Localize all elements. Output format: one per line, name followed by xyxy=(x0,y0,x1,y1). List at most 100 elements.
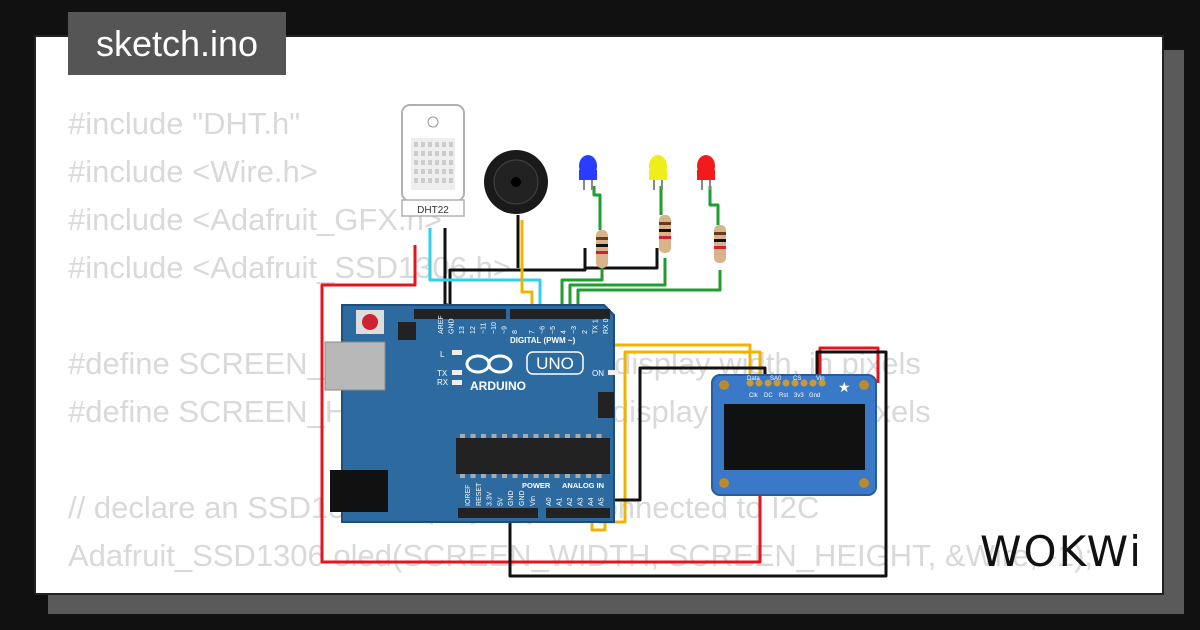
pin-label: ~3 xyxy=(571,326,578,334)
tx-label: TX xyxy=(437,369,448,378)
chip-pin xyxy=(565,474,570,478)
pin-label: RESET xyxy=(476,482,483,506)
wire-black-sensor xyxy=(443,228,448,307)
sensor-vent xyxy=(421,160,425,165)
chip-pin xyxy=(533,474,539,478)
pin-label: A4 xyxy=(588,497,595,506)
resistor-2 xyxy=(659,215,671,253)
wokwi-logo-text: WOKWi xyxy=(980,528,1143,573)
oled-pin-label: DC xyxy=(764,393,773,399)
pin-label: 8 xyxy=(512,330,519,334)
sensor-vent xyxy=(414,178,418,183)
wire-i2c-black xyxy=(612,366,767,502)
sensor-vent xyxy=(414,169,418,174)
oled-pin xyxy=(791,379,799,387)
pin-label: A3 xyxy=(578,497,585,506)
chip-pin xyxy=(470,474,476,478)
sensor-vent xyxy=(442,160,446,165)
oled-pin xyxy=(746,379,754,387)
pin-label: ~10 xyxy=(491,322,498,334)
oled-pin xyxy=(809,379,817,387)
code-line: #include <Adafruit_GFX.h> xyxy=(68,202,442,237)
oled-pin-label: Vin xyxy=(816,376,825,382)
sensor-vent xyxy=(449,178,453,183)
chip-pin xyxy=(481,474,486,478)
pin-label: A2 xyxy=(567,497,574,506)
sensor-vent xyxy=(428,142,432,147)
buzzer xyxy=(484,150,548,214)
sensor-vent xyxy=(435,151,439,156)
pin-label: AREF xyxy=(438,315,445,334)
oled-pin-label: 3v3 xyxy=(794,393,804,399)
pin-label: Vin xyxy=(530,496,537,506)
pin-label: A1 xyxy=(557,497,564,506)
sensor-vent xyxy=(449,142,453,147)
chip-pin xyxy=(575,434,581,438)
wire-black-yellow xyxy=(585,248,659,270)
arduino-brand: ARDUINO xyxy=(470,379,526,393)
pin-label: GND xyxy=(449,318,456,334)
l-label: L xyxy=(440,350,445,359)
pin-label: ~9 xyxy=(502,326,509,334)
wire-black-ground xyxy=(508,350,888,578)
pin-label: 4 xyxy=(561,330,568,334)
chip-pin xyxy=(533,434,539,438)
dht22-sensor: DHT22 DHT22 xyxy=(401,104,465,217)
sensor-vent xyxy=(442,142,446,147)
pin-label: RX 0 xyxy=(603,318,610,334)
oled-pin xyxy=(782,379,790,387)
led-yellow xyxy=(649,155,667,190)
chip-pin xyxy=(502,434,507,438)
code-line: #include "DHT.h" xyxy=(68,106,301,141)
chip-pin xyxy=(491,434,497,438)
power-header-label: POWER xyxy=(522,481,551,490)
chip-pin xyxy=(491,474,497,478)
chip-pin xyxy=(512,434,518,438)
oled-pin xyxy=(755,379,763,387)
resistor-1 xyxy=(596,230,608,268)
sensor-vent xyxy=(421,178,425,183)
pin-label: A5 xyxy=(599,497,606,506)
pin-label: A0 xyxy=(546,497,553,506)
oled-pin xyxy=(818,379,826,387)
resistor-3 xyxy=(714,225,726,263)
dht22-text: DHT22 xyxy=(417,205,449,216)
digital-header-label: DIGITAL (PWM ~) xyxy=(510,336,576,345)
sensor-vent xyxy=(442,151,446,156)
file-tab[interactable]: sketch.ino xyxy=(68,12,286,75)
wire-green-led3 xyxy=(708,186,720,225)
sensor-vent xyxy=(428,160,432,165)
code-line: #include <Wire.h> xyxy=(68,154,318,189)
pin-label: IOREF xyxy=(465,485,472,506)
led-blue xyxy=(579,155,597,190)
oled-pin-label: SA0 xyxy=(770,376,782,382)
pin-label: 3.3V xyxy=(487,491,494,506)
sensor-vent xyxy=(449,169,453,174)
chip-pin xyxy=(554,434,560,438)
oled-pin xyxy=(800,379,808,387)
wokwi-logo: WOKWi xyxy=(980,528,1143,573)
sensor-vent xyxy=(442,169,446,174)
sensor-vent xyxy=(435,169,439,174)
sensor-vent xyxy=(435,142,439,147)
chip-pin xyxy=(460,434,465,438)
chip-pin xyxy=(512,474,518,478)
oled-pin-label: CS xyxy=(793,376,801,382)
pin-label: GND xyxy=(519,490,526,506)
rx-label: RX xyxy=(437,378,449,387)
wire-green-red xyxy=(576,270,722,310)
led-red xyxy=(697,155,715,190)
pin-label: 7 xyxy=(529,330,536,334)
sensor-vent xyxy=(414,142,418,147)
pin-label: TX 1 xyxy=(592,319,599,334)
sensor-vent xyxy=(449,151,453,156)
sensor-vent xyxy=(435,160,439,165)
chip-pin xyxy=(523,434,528,438)
wire-black-bus xyxy=(448,248,587,310)
chip-pin xyxy=(544,474,549,478)
pin-label: 12 xyxy=(470,326,477,334)
chip-pin xyxy=(523,474,528,478)
sensor-vent xyxy=(428,178,432,183)
sensor-vent xyxy=(421,151,425,156)
